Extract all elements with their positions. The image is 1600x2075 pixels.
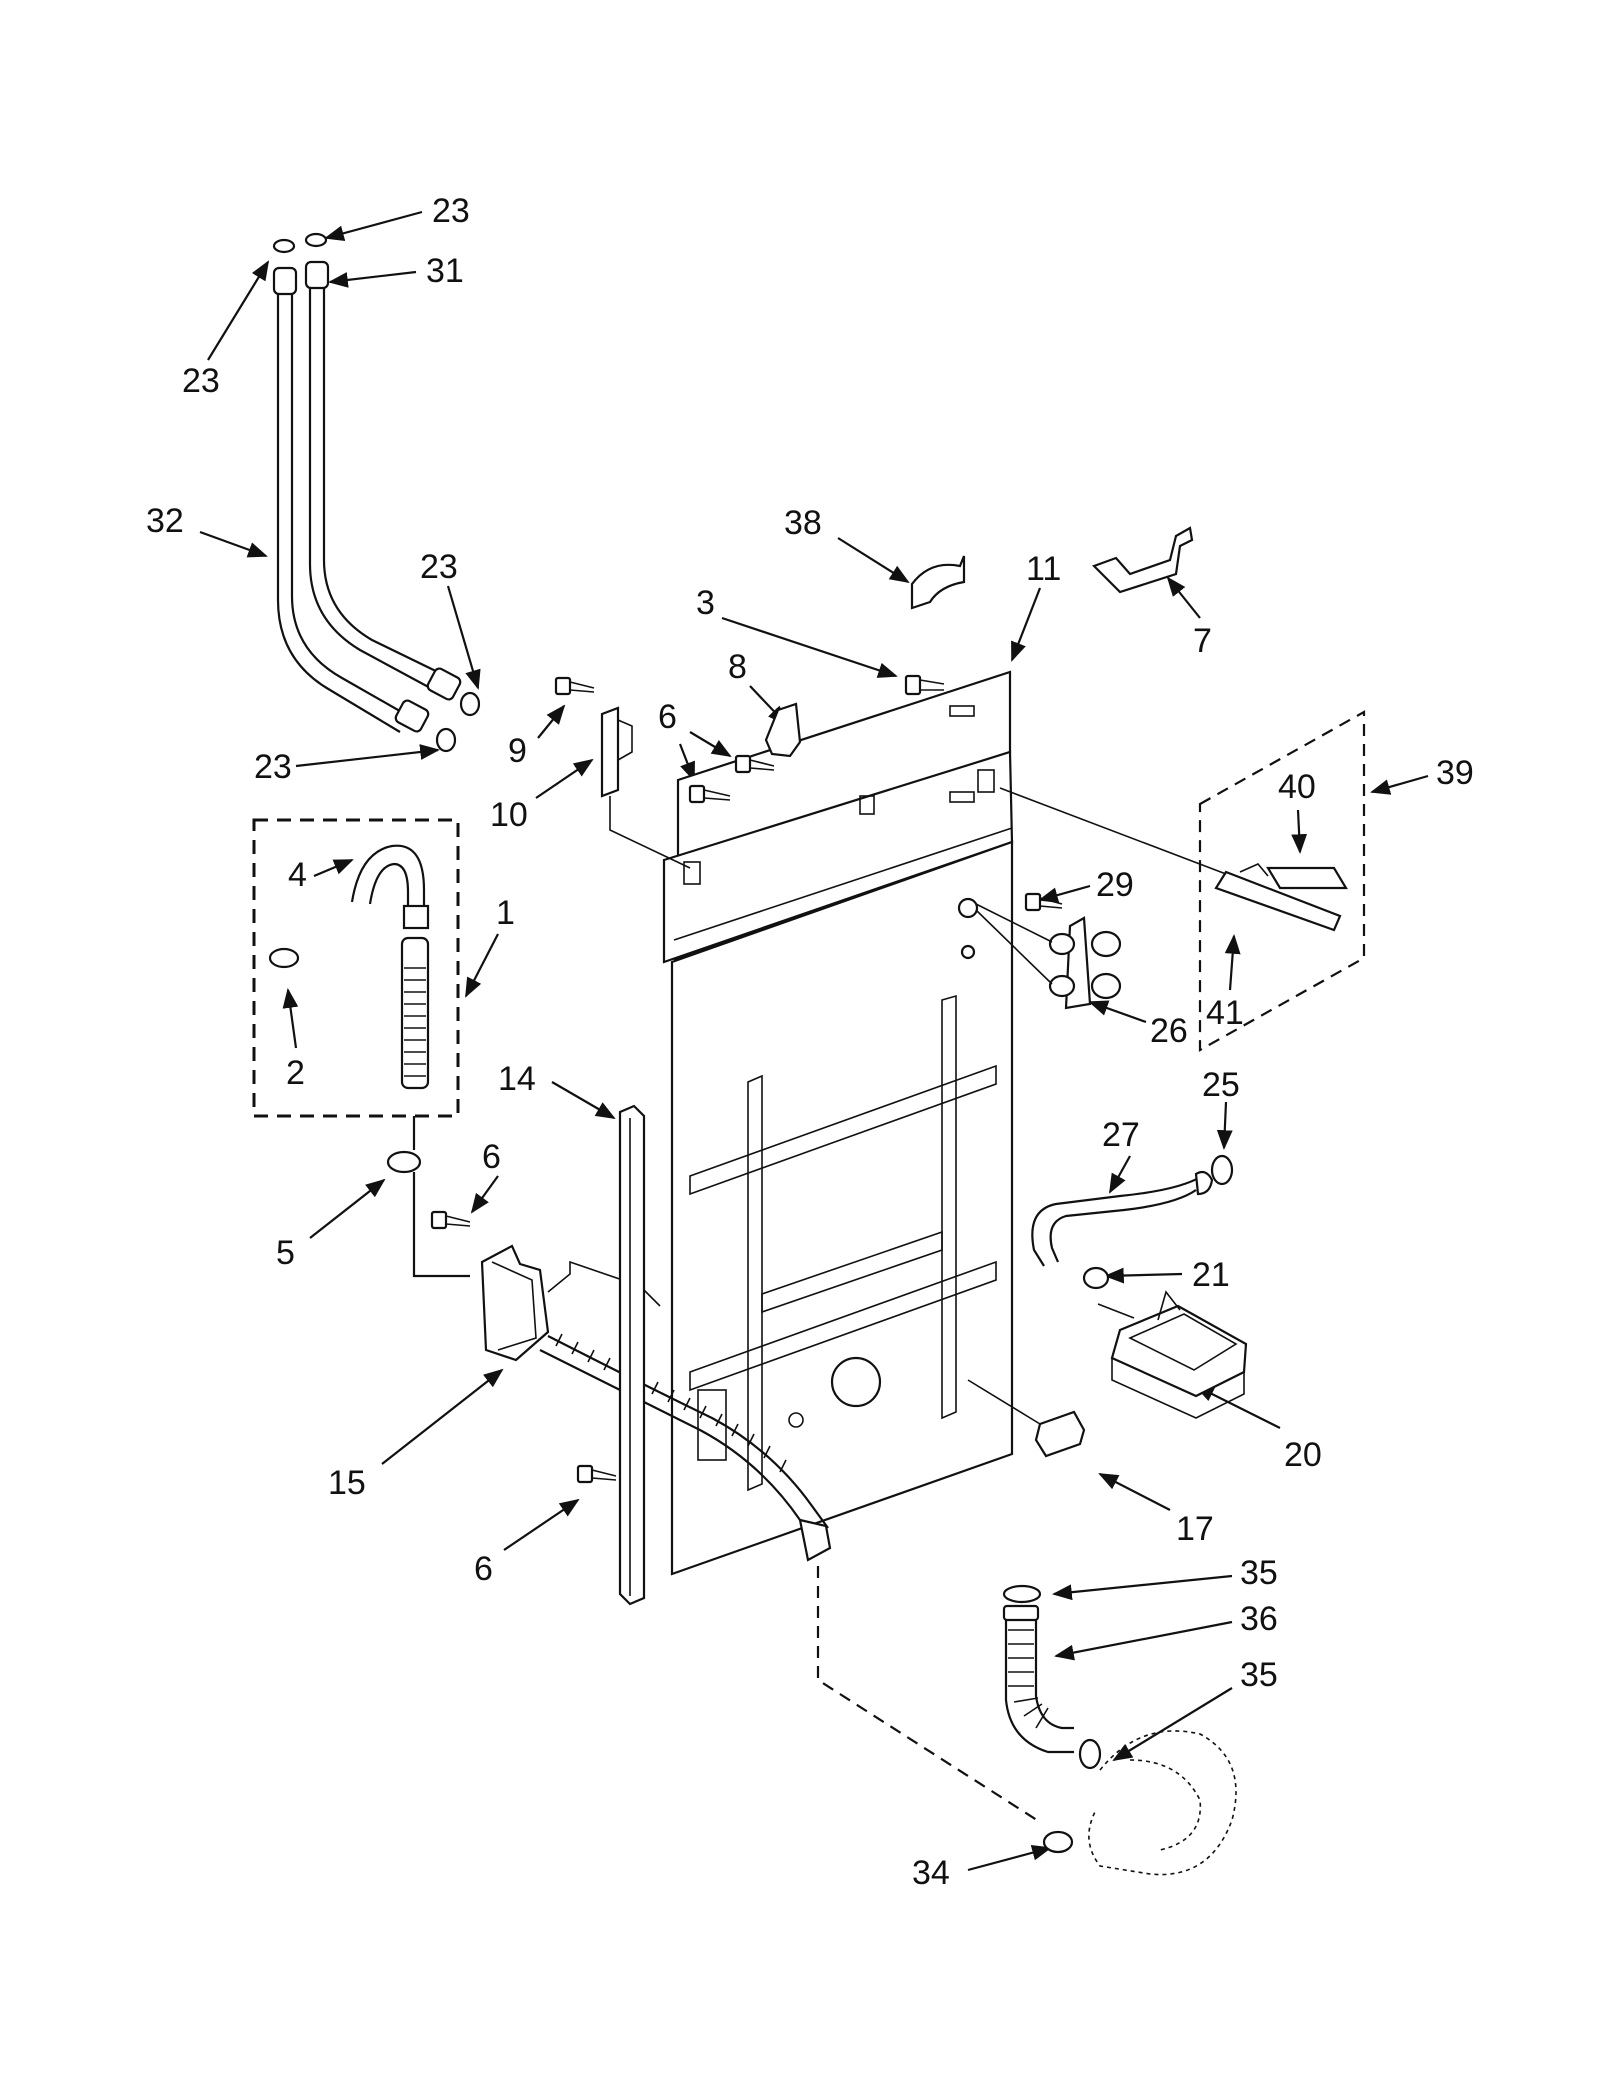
drain-kit — [252, 818, 470, 1278]
callout-21: 21 — [1192, 1256, 1230, 1294]
clamp-35-top — [1002, 1584, 1042, 1604]
callout-20: 20 — [1284, 1436, 1322, 1474]
drain-housing-15 — [480, 1244, 550, 1362]
callout-27: 27 — [1102, 1116, 1140, 1154]
callout-23-mid: 23 — [420, 548, 458, 586]
bracket-7 — [1092, 526, 1194, 594]
inlet-hoses — [272, 232, 481, 753]
callout-15: 15 — [328, 1464, 366, 1502]
pump-20 — [1097, 1290, 1248, 1419]
clamp-35-lower — [1078, 1738, 1102, 1770]
tub-outline — [1088, 1730, 1237, 1876]
bracket-8 — [764, 702, 802, 758]
callout-labels: 23 31 23 32 23 23 38 11 7 3 8 6 9 10 4 1… — [146, 192, 1474, 1892]
callout-2: 2 — [286, 1054, 305, 1092]
callout-31: 31 — [426, 252, 464, 290]
callout-23-top: 23 — [432, 192, 470, 230]
callout-5: 5 — [276, 1234, 295, 1272]
clamp-25 — [1210, 1154, 1234, 1186]
bracket-41 — [1214, 870, 1342, 932]
hose-nut-lower-a — [394, 699, 430, 733]
screw-29 — [1024, 892, 1063, 912]
callout-6-upper: 6 — [658, 698, 677, 736]
clamp-2 — [268, 947, 300, 969]
bracket-10 — [600, 706, 620, 798]
callout-32: 32 — [146, 502, 184, 540]
washer-23-b — [304, 232, 328, 248]
clamp-34 — [1042, 1830, 1074, 1854]
callout-10: 10 — [490, 796, 528, 834]
washer-23-d — [435, 727, 457, 753]
pad-40 — [1266, 866, 1348, 890]
callout-6-lower: 6 — [474, 1550, 493, 1588]
standpipe — [400, 936, 430, 1090]
callout-41: 41 — [1206, 994, 1244, 1032]
callout-7: 7 — [1193, 622, 1212, 660]
screw-6-lower — [576, 1464, 617, 1484]
fill-hose — [1031, 1154, 1234, 1290]
leader-arrows — [199, 210, 1429, 1872]
side-rail-14 — [618, 1104, 646, 1606]
outlet-hose — [1002, 1584, 1237, 1876]
rear-panel — [662, 670, 1014, 1576]
valve-port-c — [957, 897, 979, 919]
callout-35-top: 35 — [1240, 1554, 1278, 1592]
callout-39: 39 — [1436, 754, 1474, 792]
callout-36: 36 — [1240, 1600, 1278, 1638]
bracket-assembly — [999, 710, 1366, 1052]
hose-fitting-left — [272, 266, 298, 296]
hose-fitting-right — [304, 260, 330, 290]
clip-17 — [967, 1379, 1086, 1458]
callout-4: 4 — [288, 856, 307, 894]
drain-hose-corrugated — [539, 1349, 819, 1541]
callout-3: 3 — [696, 584, 715, 622]
clip-38 — [910, 555, 966, 610]
valve-port-h — [960, 944, 976, 960]
callout-8: 8 — [728, 648, 747, 686]
callout-17: 17 — [1176, 1510, 1214, 1548]
screw-3 — [904, 674, 945, 696]
screw-6-upper-b — [688, 784, 731, 804]
callout-9: 9 — [508, 732, 527, 770]
callout-1: 1 — [496, 894, 515, 932]
clamp-21 — [1082, 1266, 1110, 1290]
screw-6-upper-a — [734, 754, 775, 774]
callout-29: 29 — [1096, 866, 1134, 904]
fasteners — [430, 526, 1194, 1484]
screw-9 — [554, 676, 595, 696]
kit-39-box — [1198, 710, 1366, 1052]
drain-port — [830, 1356, 882, 1408]
drain-assembly — [480, 1244, 1041, 1823]
callout-35-lower: 35 — [1240, 1656, 1278, 1694]
screw-6-mid — [430, 1210, 471, 1230]
hose-nut-lower-b — [426, 667, 462, 701]
callout-23-lower: 23 — [254, 748, 292, 786]
callout-23-left: 23 — [182, 362, 220, 400]
callout-6-mid: 6 — [482, 1138, 501, 1176]
callout-38: 38 — [784, 504, 822, 542]
callout-11: 11 — [1026, 550, 1061, 588]
callout-26: 26 — [1150, 1012, 1188, 1050]
clamp-5 — [386, 1150, 422, 1174]
washer-23-c — [459, 691, 481, 717]
callout-34: 34 — [912, 1854, 950, 1892]
callout-14: 14 — [498, 1060, 536, 1098]
washer-23-a — [272, 238, 296, 254]
callout-25: 25 — [1202, 1066, 1240, 1104]
callout-40: 40 — [1278, 768, 1316, 806]
water-valve — [975, 903, 1122, 1010]
kit-1-box — [252, 818, 460, 1118]
